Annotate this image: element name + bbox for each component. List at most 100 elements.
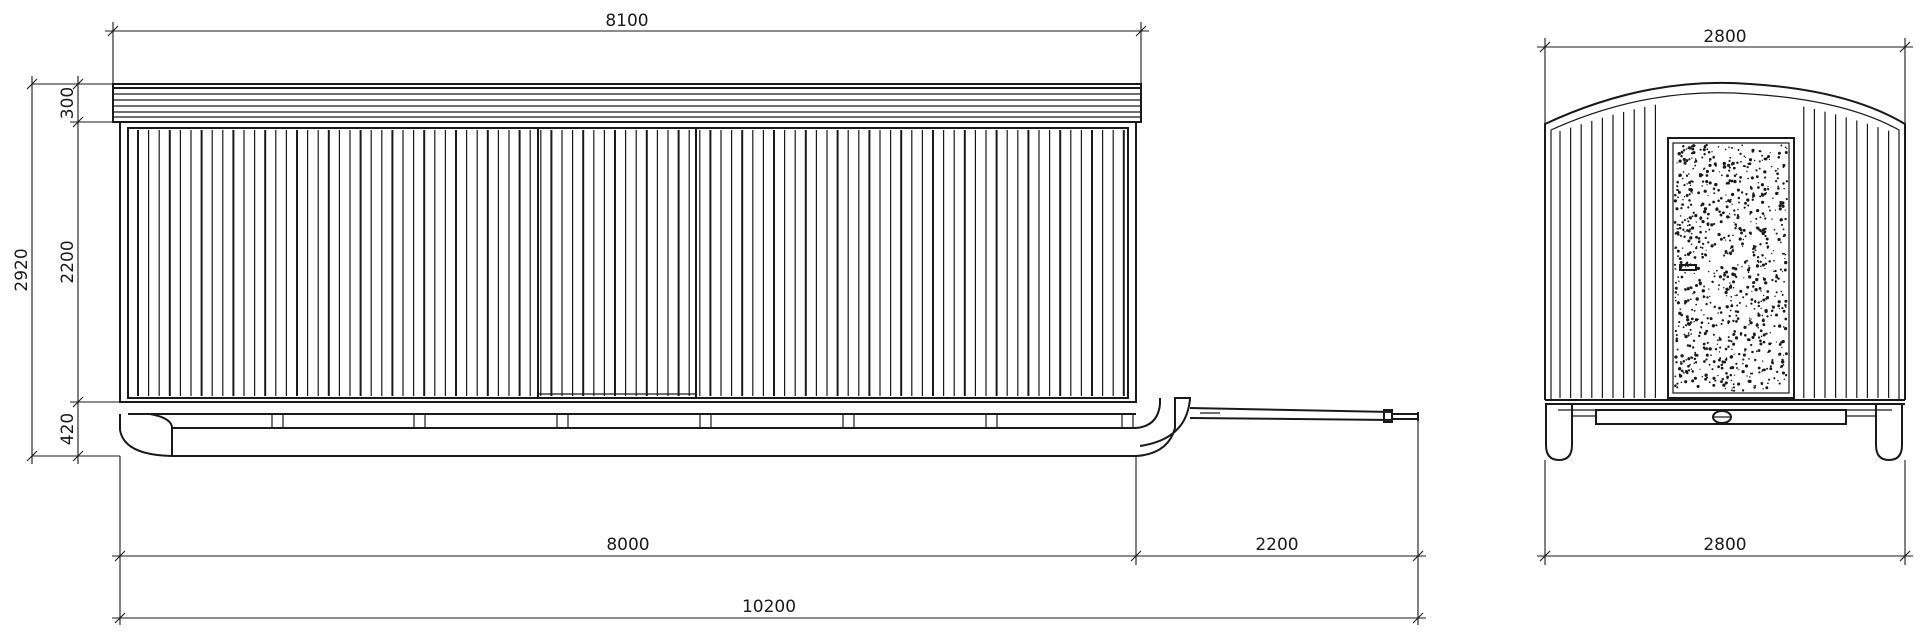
speckle xyxy=(1708,260,1711,263)
speckle xyxy=(1758,286,1762,290)
speckle xyxy=(1782,182,1785,185)
speckle xyxy=(1739,176,1742,179)
speckle xyxy=(1705,353,1709,357)
speckle xyxy=(1694,214,1698,218)
dim-total-height: 2920 xyxy=(12,248,32,291)
speckle xyxy=(1687,206,1690,209)
speckle xyxy=(1784,209,1786,211)
speckle xyxy=(1750,343,1753,347)
speckle xyxy=(1722,161,1726,166)
speckle xyxy=(1674,355,1678,359)
speckle xyxy=(1761,212,1765,215)
speckle xyxy=(1761,318,1765,323)
speckle xyxy=(1725,371,1728,375)
speckle xyxy=(1746,268,1751,272)
speckle xyxy=(1683,196,1686,198)
speckle xyxy=(1705,302,1708,306)
speckle xyxy=(1763,192,1767,196)
speckle xyxy=(1761,263,1765,267)
speckle xyxy=(1724,347,1728,351)
speckle xyxy=(1686,224,1689,227)
speckle xyxy=(1695,221,1697,223)
speckle xyxy=(1711,324,1716,328)
speckle xyxy=(1713,272,1716,275)
speckle xyxy=(1680,155,1683,158)
speckle xyxy=(1747,177,1749,180)
speckle xyxy=(1773,377,1776,380)
speckle xyxy=(1711,151,1713,153)
speckle xyxy=(1759,339,1762,343)
speckle xyxy=(1744,156,1747,159)
speckle xyxy=(1747,271,1750,274)
speckle xyxy=(1720,322,1723,325)
speckle xyxy=(1703,285,1706,288)
speckle xyxy=(1733,374,1736,376)
speckle xyxy=(1752,193,1756,198)
speckle xyxy=(1698,334,1701,338)
speckle xyxy=(1764,262,1768,265)
speckle xyxy=(1760,183,1765,187)
speckle xyxy=(1741,144,1743,146)
speckle xyxy=(1719,213,1723,217)
speckle xyxy=(1731,389,1733,392)
speckle xyxy=(1699,225,1702,228)
speckle xyxy=(1692,211,1695,214)
speckle xyxy=(1703,207,1707,211)
cross-beams xyxy=(271,413,1134,429)
speckle xyxy=(1759,216,1762,219)
speckle xyxy=(1720,380,1723,384)
speckle xyxy=(1768,342,1772,346)
speckle xyxy=(1784,257,1786,260)
speckle xyxy=(1714,348,1718,351)
speckle xyxy=(1726,215,1730,219)
speckle xyxy=(1723,236,1726,239)
speckle xyxy=(1732,166,1736,170)
speckle xyxy=(1782,252,1785,255)
speckle xyxy=(1757,261,1760,264)
speckle xyxy=(1688,158,1691,161)
speckle xyxy=(1732,286,1735,289)
speckle xyxy=(1750,298,1754,301)
speckle xyxy=(1763,368,1766,372)
speckle xyxy=(1766,367,1769,370)
speckle xyxy=(1699,368,1701,370)
speckle xyxy=(1686,318,1690,322)
speckle xyxy=(1776,370,1779,374)
speckle xyxy=(1683,183,1686,187)
speckle xyxy=(1692,144,1696,148)
speckle xyxy=(1687,220,1690,223)
speckle xyxy=(1760,290,1762,292)
speckle xyxy=(1785,180,1789,183)
speckle xyxy=(1770,314,1772,317)
speckle xyxy=(1757,186,1760,189)
speckle xyxy=(1690,232,1693,235)
speckle xyxy=(1678,257,1682,261)
speckle xyxy=(1730,192,1735,197)
speckle xyxy=(1725,295,1728,297)
speckle xyxy=(1723,273,1727,277)
speckle xyxy=(1783,354,1785,356)
speckle xyxy=(1742,296,1745,299)
speckle xyxy=(1781,360,1785,364)
speckle xyxy=(1728,166,1731,169)
speckle xyxy=(1703,348,1706,351)
speckle xyxy=(1718,306,1722,310)
speckle xyxy=(1673,263,1677,266)
speckle xyxy=(1701,246,1704,249)
speckle xyxy=(1766,386,1769,388)
speckle xyxy=(1684,380,1688,384)
speckle xyxy=(1706,341,1709,344)
speckle xyxy=(1766,247,1769,249)
speckle xyxy=(1682,157,1686,161)
speckle xyxy=(1782,309,1786,313)
speckle xyxy=(1772,197,1774,200)
speckle xyxy=(1708,347,1712,351)
speckle xyxy=(1755,350,1758,353)
speckle xyxy=(1764,234,1767,238)
speckle xyxy=(1737,352,1741,356)
speckle xyxy=(1680,369,1684,373)
speckle xyxy=(1704,236,1707,240)
speckle xyxy=(1749,232,1752,235)
speckle xyxy=(1704,253,1707,256)
speckle xyxy=(1695,354,1699,357)
